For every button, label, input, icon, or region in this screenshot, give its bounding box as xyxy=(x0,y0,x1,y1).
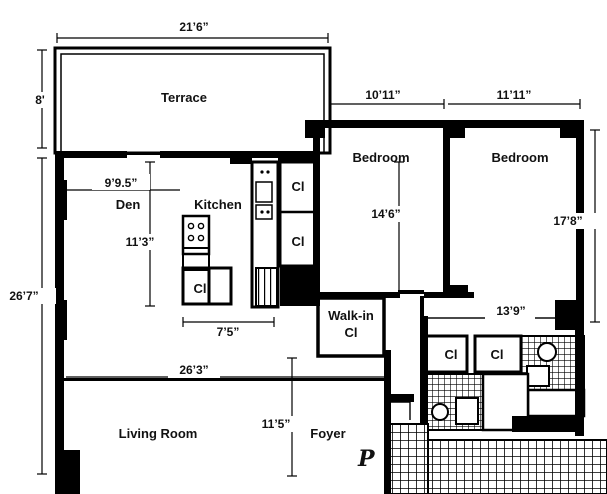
room-label-foyer: Foyer xyxy=(310,426,345,441)
dim-kitchen-width: 7’5” xyxy=(217,325,240,339)
closet-label-den: Cl xyxy=(194,281,207,296)
closet-label-kitchen-upper: Cl xyxy=(292,179,305,194)
dim-terrace-depth: 8' xyxy=(35,93,45,107)
dim-overall-depth: 26’7” xyxy=(9,289,38,303)
dim-den-width: 9’9.5” xyxy=(105,176,138,190)
dimension-labels: 21’6” 8' 10’11” 11’11” 9’9.5” 11’3” 7’5”… xyxy=(4,18,600,432)
dim-living-depth: 11’5” xyxy=(262,417,291,431)
room-label-walk-in-cl: Cl xyxy=(345,325,358,340)
room-label-den: Den xyxy=(116,197,141,212)
closet-label-kitchen-lower: Cl xyxy=(292,234,305,249)
room-label-living-room: Living Room xyxy=(119,426,198,441)
room-label-walk-in: Walk-in xyxy=(328,308,374,323)
entry-floor xyxy=(384,350,607,494)
room-label-bedroom-1: Bedroom xyxy=(352,150,409,165)
closet-label-bath-right: Cl xyxy=(491,347,504,362)
dim-bath-width: 13’9” xyxy=(496,304,525,318)
room-label-terrace: Terrace xyxy=(161,90,207,105)
dim-bedroom1-width: 10’11” xyxy=(365,88,400,102)
walk-in-closet xyxy=(316,296,386,358)
dim-bedroom2-width: 11’11” xyxy=(497,88,532,102)
dim-den-depth: 11’3” xyxy=(126,235,155,249)
dim-bedroom2-depth: 17’8” xyxy=(553,214,582,228)
kitchen xyxy=(181,160,280,309)
bathroom xyxy=(420,316,586,436)
room-label-bedroom-2: Bedroom xyxy=(491,150,548,165)
room-label-kitchen: Kitchen xyxy=(194,197,242,212)
kitchen-closets xyxy=(278,160,320,306)
den-closet xyxy=(181,266,233,306)
dim-terrace-width: 21’6” xyxy=(179,20,208,34)
marker-p: P xyxy=(357,446,376,472)
closet-label-bath-left: Cl xyxy=(445,347,458,362)
dim-living-width: 26’3” xyxy=(179,363,208,377)
exterior-walls xyxy=(55,120,584,494)
dim-bedroom1-depth: 14’6” xyxy=(371,207,400,221)
dimension-lines xyxy=(37,33,600,477)
